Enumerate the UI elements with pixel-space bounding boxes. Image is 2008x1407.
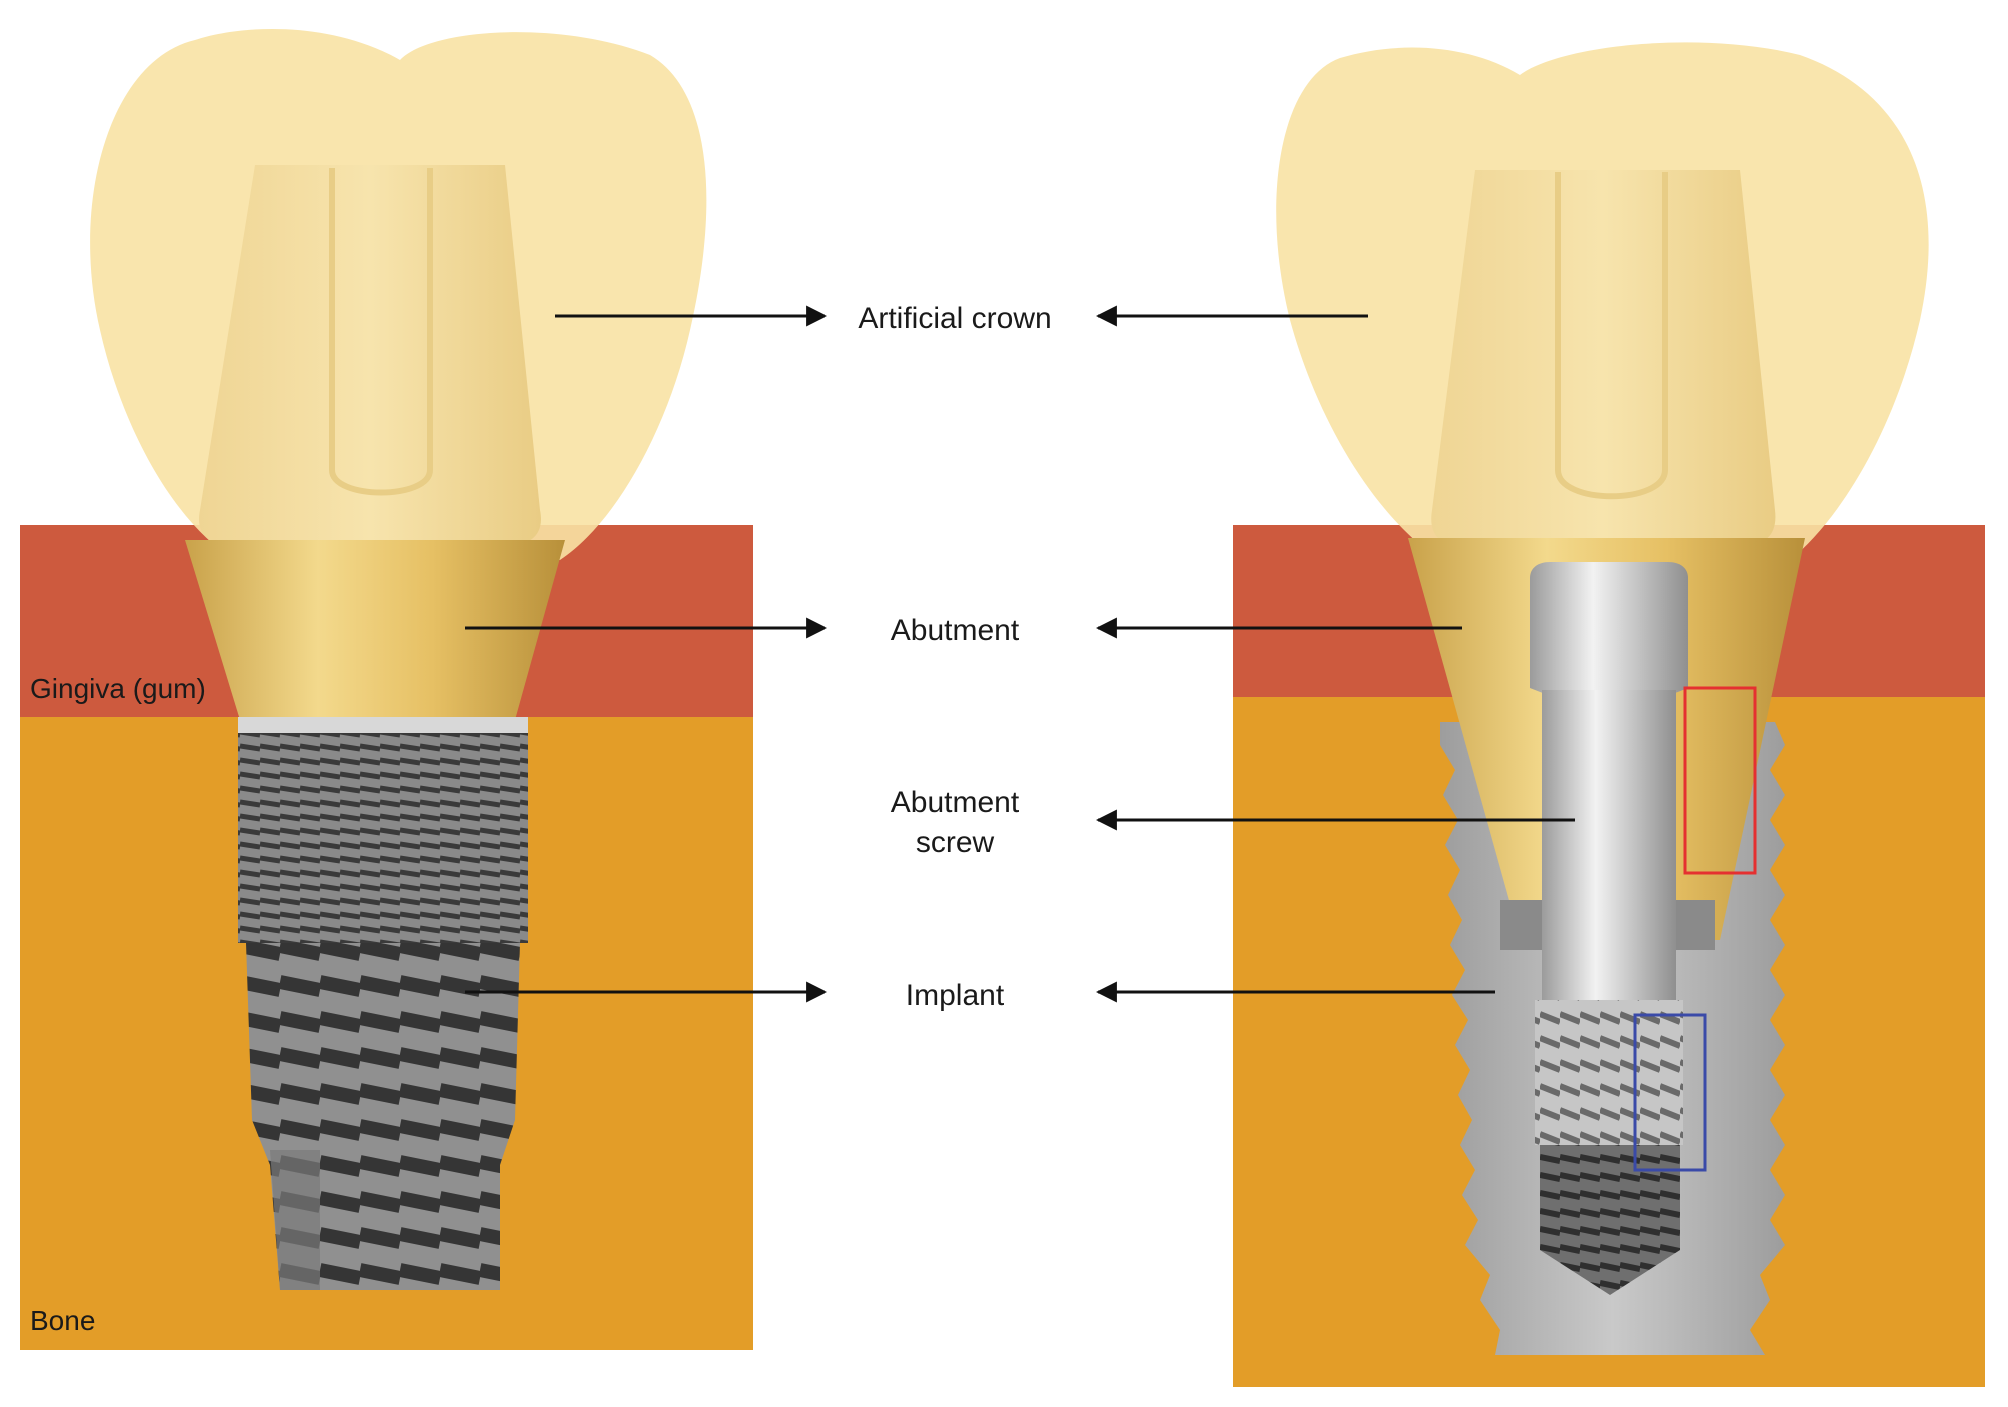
left-implant-collar [238, 717, 528, 735]
label-artificial-crown: Artificial crown [858, 302, 1051, 335]
left-abutment-collar [185, 540, 565, 720]
red-highlight-box [1683, 686, 1757, 875]
gingiva-label: Gingiva (gum) [30, 673, 206, 704]
bone-label: Bone [30, 1305, 95, 1336]
right-abutment-screw-threads [1535, 1000, 1683, 1145]
left-abutment-groove [329, 168, 433, 496]
left-abutment-post [199, 165, 541, 545]
left-implant-fine-threads [238, 733, 528, 943]
center-labels: Artificial crown Abutment Abutment screw… [465, 302, 1575, 1012]
label-abutment: Abutment [891, 614, 1020, 647]
label-abutment-screw-line2: screw [916, 826, 995, 859]
label-implant: Implant [906, 979, 1005, 1012]
right-abutment-screw-head [1530, 562, 1688, 695]
right-screw-hole-threads [1540, 1145, 1680, 1295]
label-abutment-screw-line1: Abutment [891, 786, 1020, 819]
right-abutment-post [1431, 170, 1776, 545]
right-abutment-screw-shank [1542, 690, 1676, 1000]
left-implant-apex-cut [270, 1150, 320, 1290]
right-abutment-groove [1555, 172, 1668, 500]
right-implant-panel [1233, 42, 1985, 1387]
blue-highlight-box [1633, 1013, 1707, 1172]
left-implant-panel: Gingiva (gum) Bone [20, 28, 753, 1350]
